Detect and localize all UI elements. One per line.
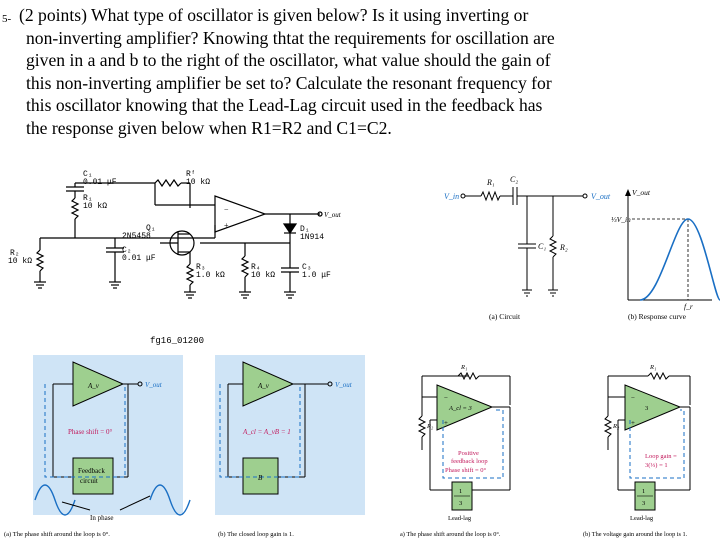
ld-r2-label-b: R₂ — [612, 423, 620, 430]
ld-leadlag-a: Lead-lag — [448, 515, 472, 522]
ll-vout-label: V_out — [591, 192, 611, 201]
ll-c1-label: C₁ — [538, 242, 546, 251]
ld-loop-gain-1: Loop gain = — [645, 453, 677, 460]
osc-vout-label: V_out — [324, 211, 342, 219]
ll-caption-circuit: (a) Circuit — [489, 312, 521, 321]
req-b-block: B — [258, 474, 263, 482]
lead-lag-circuit — [460, 187, 588, 297]
ll-r2-label: R₂ — [559, 243, 568, 252]
q1-label: Q₁ — [146, 224, 156, 233]
ld-caption-a: a) The phase shift around the loop is 0°… — [400, 531, 501, 538]
c1-label: C₁ — [83, 170, 93, 179]
ll-r1-label: R₁ — [486, 178, 495, 187]
svg-text:−: − — [631, 394, 635, 402]
c2-label: C₂ — [122, 246, 132, 255]
svg-text:+: + — [224, 221, 229, 230]
rc-y-label: V_out — [632, 188, 651, 197]
r3-label: R₃ — [196, 263, 206, 272]
r4-label: R₄ — [251, 263, 261, 272]
ld-caption-b: (b) The voltage gain around the loop is … — [583, 531, 688, 538]
rf-value: 10 kΩ — [186, 178, 210, 187]
ld-positive-1: Positive — [458, 450, 479, 457]
ld-r2-label-a: R₂ — [426, 423, 434, 430]
ld-positive-3: Phase shift = 0° — [445, 467, 487, 474]
oscillator-schematic — [34, 178, 323, 299]
question-line: the response given below when R1=R2 and … — [26, 117, 392, 138]
r2-label: R₂ — [10, 249, 20, 258]
svg-text:+: + — [444, 419, 448, 427]
req-av-label-a: A_v — [87, 382, 100, 390]
c3-value: 1.0 μF — [302, 271, 331, 280]
ld-frac-num-b: 1 — [642, 488, 645, 495]
question-line: non-inverting amplifier? Knowing thtat t… — [26, 27, 555, 48]
ld-gain-3: 3 — [645, 405, 648, 412]
c3-label: C₃ — [302, 263, 312, 272]
ld-r1-label-b: R₁ — [649, 364, 656, 371]
question-text: (2 points) What type of oscillator is gi… — [19, 4, 706, 140]
question-line: (2 points) What type of oscillator is gi… — [19, 5, 529, 25]
r1-value: 10 kΩ — [83, 202, 107, 211]
d1-part: 1N914 — [300, 233, 324, 242]
response-curve — [625, 189, 720, 301]
ld-positive-2: feedback loop — [451, 458, 488, 465]
rc-frac-label: ⅓V_in — [611, 215, 631, 224]
question-line: given in a and b to the right of the osc… — [26, 50, 551, 71]
ld-frac-num-a: 1 — [459, 488, 462, 495]
svg-text:−: − — [444, 394, 448, 402]
requirements-diagrams — [33, 355, 365, 516]
ld-leadlag-b: Lead-lag — [630, 515, 654, 522]
req-phase-label: Phase shift = 0° — [68, 428, 112, 436]
question-number: 5- — [2, 13, 12, 25]
ll-c2-label: C₂ — [510, 175, 518, 184]
req-caption-a: (a) The phase shift around the loop is 0… — [4, 531, 110, 538]
req-vout-a: V_out — [145, 381, 163, 389]
question-line: this oscillator knowing that the Lead-La… — [26, 95, 543, 116]
svg-text:+: + — [631, 419, 635, 427]
ld-frac-den-b: 3 — [642, 500, 645, 507]
req-caption-b: (b) The closed loop gain is 1. — [218, 531, 294, 538]
r3-value: 1.0 kΩ — [196, 271, 225, 280]
svg-text:−: − — [224, 205, 229, 214]
figure-id: fg16_01200 — [150, 336, 204, 346]
req-feedback-label-2: circuit — [80, 477, 98, 485]
ll-vin-label: V_in — [444, 192, 459, 201]
ld-loop-gain-2: 3(⅓) = 1 — [645, 462, 668, 469]
c2-value: 0.01 μF — [122, 254, 156, 263]
req-in-phase: In phase — [90, 514, 114, 522]
d1-label: D₁ — [300, 225, 310, 234]
ld-frac-den-a: 3 — [459, 500, 462, 507]
rc-x-label: f_r — [684, 302, 693, 311]
r2-value: 10 kΩ — [8, 257, 32, 266]
question-line: this non-inverting amplifier be set to? … — [26, 72, 552, 93]
req-loop-gain: A_cl = A_vB = 1 — [242, 428, 291, 436]
req-vout-b: V_out — [335, 381, 353, 389]
c1-value: 0.01 μF — [83, 178, 117, 187]
ld-acl-label: A_cl = 3 — [448, 405, 473, 412]
req-av-label-b: A_v — [257, 382, 270, 390]
r4-value: 10 kΩ — [251, 271, 275, 280]
req-feedback-label-1: Feedback — [78, 467, 105, 475]
ld-r1-label-a: R₁ — [460, 364, 467, 371]
r1-label: R₁ — [83, 194, 93, 203]
rc-caption: (b) Response curve — [628, 312, 687, 321]
q1-part: 2N5458 — [122, 232, 151, 241]
rf-label: Rᶠ — [186, 170, 196, 179]
